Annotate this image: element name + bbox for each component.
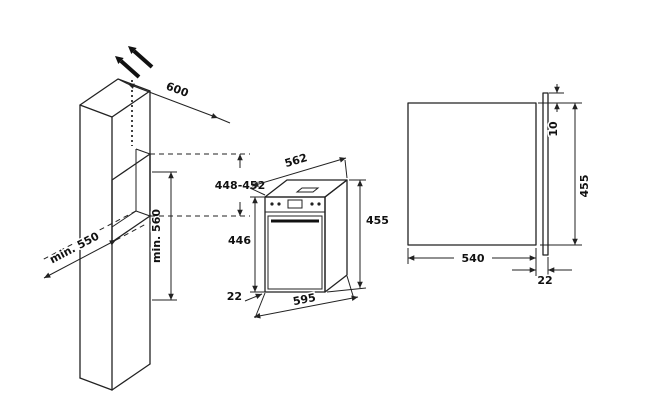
dim-side-door: 22	[512, 257, 572, 289]
dim-oven-height: 455	[326, 179, 390, 293]
dim-label-niche-height: 448-452	[215, 179, 266, 192]
dim-front-height: 446	[227, 196, 265, 293]
dim-label-door-overhang: 22	[227, 290, 242, 303]
oven-knob	[317, 202, 321, 206]
dim-side-height: 455	[540, 102, 593, 246]
side-view: 10 455 540 22	[407, 84, 593, 289]
oven-knob	[270, 202, 274, 206]
dim-niche-height: 448-452	[150, 153, 267, 217]
dim-label-oven-depth: 562	[283, 151, 309, 170]
dim-side-depth: 540	[407, 248, 537, 276]
dim-label-oven-width: 595	[292, 291, 317, 308]
dim-min-550: min. 550	[41, 210, 147, 279]
dim-label-oven-height: 455	[366, 214, 389, 227]
oven-knob	[277, 202, 281, 206]
dim-label-top-gap: 10	[547, 121, 560, 137]
side-view-cabinet	[407, 102, 537, 246]
dim-door-overhang: 22	[225, 289, 263, 305]
dim-label-side-height: 455	[578, 175, 591, 198]
oven-top-vent	[295, 187, 320, 193]
dim-top-gap: 10	[538, 84, 564, 138]
dim-label-cabinet-depth: 600	[164, 80, 190, 100]
oven-door	[267, 215, 323, 290]
oven-knob	[310, 202, 314, 206]
dim-label-side-door: 22	[537, 274, 552, 287]
oven-control-panel	[265, 199, 325, 213]
oven-display	[287, 199, 303, 209]
removal-direction-arrows	[115, 46, 154, 146]
dim-oven-width: 595	[253, 275, 359, 319]
dim-label-front-height: 446	[228, 234, 251, 247]
oven	[264, 179, 348, 293]
dim-label-min-550: min. 550	[47, 229, 101, 266]
dim-label-side-depth: 540	[462, 252, 485, 265]
oven-niche	[111, 148, 151, 243]
dim-label-min-560: min. 560	[150, 209, 163, 263]
side-view-oven-front	[542, 92, 549, 256]
dim-min-560: min. 560	[149, 171, 177, 301]
